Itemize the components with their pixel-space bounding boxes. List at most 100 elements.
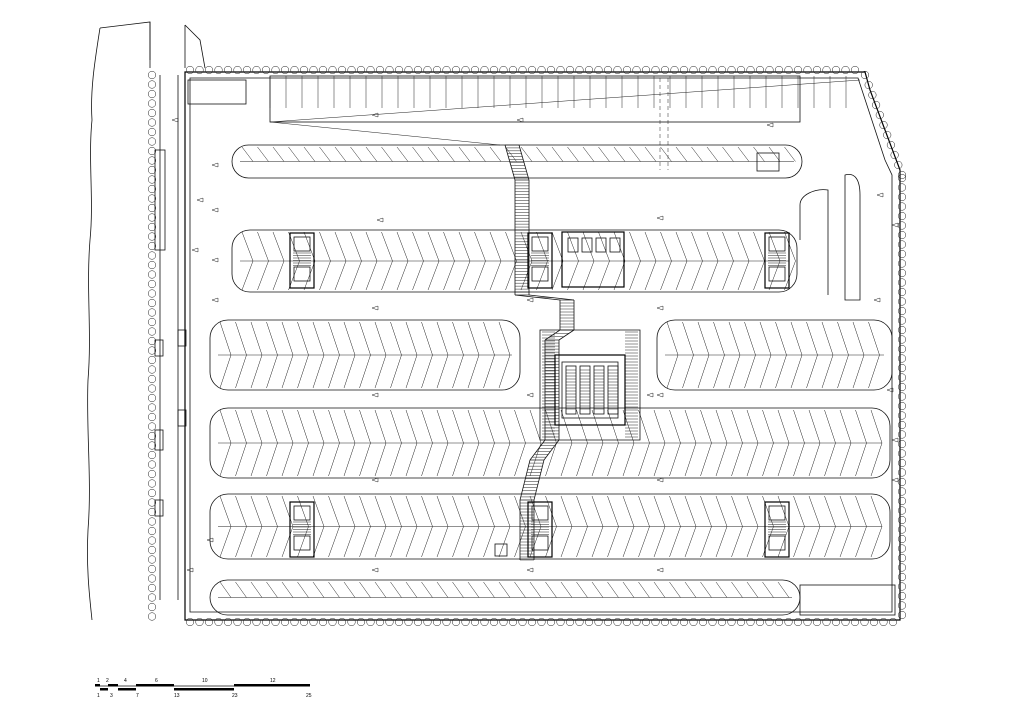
stall-line	[436, 526, 449, 558]
stall-line	[777, 581, 790, 598]
stall-line	[412, 260, 424, 291]
pile	[309, 617, 318, 627]
direction-arrow	[211, 207, 219, 213]
stall-line	[607, 442, 619, 477]
pile	[584, 65, 594, 75]
pile	[147, 127, 157, 137]
stall-line	[266, 409, 278, 444]
pile	[489, 617, 499, 627]
pile	[147, 393, 157, 403]
direction-arrow	[191, 247, 199, 253]
spine-edge	[558, 329, 575, 341]
stall-line	[436, 495, 449, 527]
pile	[556, 617, 565, 627]
stall-line	[777, 442, 790, 477]
stall-line	[753, 231, 765, 262]
pile	[147, 260, 157, 270]
pile	[147, 289, 157, 298]
stall-line	[753, 260, 765, 291]
scale-label-bottom: 3	[110, 693, 113, 699]
stall-line	[638, 495, 650, 527]
stall-line	[821, 321, 834, 356]
pile	[252, 617, 261, 627]
stall-line	[607, 495, 619, 527]
stall-line	[235, 442, 247, 477]
stall-line	[669, 442, 681, 477]
pile	[147, 336, 157, 346]
stall-line	[312, 495, 325, 527]
stall-line	[567, 146, 579, 162]
pile	[897, 525, 907, 534]
pile	[897, 192, 907, 202]
stall-line	[545, 581, 557, 598]
pile	[147, 422, 157, 431]
stall-line	[576, 526, 588, 558]
direction-arrow	[371, 112, 379, 118]
stall-line	[328, 321, 340, 356]
spine-edge	[529, 439, 546, 461]
pile	[897, 344, 907, 354]
stall-line	[638, 526, 650, 558]
pile	[518, 65, 527, 75]
stall-line	[746, 526, 759, 558]
stall-line	[551, 231, 564, 262]
stall-line	[545, 495, 557, 527]
stall-line	[483, 354, 495, 389]
pile	[897, 468, 907, 477]
spine-edge	[519, 459, 531, 501]
pile	[717, 65, 727, 75]
stall-line	[768, 260, 781, 291]
pile	[147, 232, 157, 241]
stall-line	[343, 495, 356, 527]
stall-line	[452, 581, 464, 598]
direction-arrow	[656, 567, 664, 573]
pile	[890, 150, 899, 160]
pile	[147, 175, 157, 184]
stall-line	[458, 260, 471, 291]
stall-line	[359, 495, 371, 527]
stall-line	[762, 581, 774, 598]
direction-arrow	[516, 117, 524, 123]
direction-arrow	[526, 297, 534, 303]
pile	[185, 65, 195, 75]
stall-line	[870, 409, 883, 444]
scale-label-top: 1	[97, 678, 100, 684]
stall-line	[855, 495, 867, 527]
wall-niches	[154, 149, 187, 517]
pile	[508, 65, 518, 75]
pile	[233, 617, 242, 627]
stall-line	[644, 260, 657, 291]
perimeter-wall-inner	[189, 77, 893, 613]
stall-line	[412, 231, 424, 262]
stall-line	[613, 231, 626, 262]
pile	[147, 70, 157, 80]
stall-line	[297, 581, 309, 598]
stall-line	[365, 231, 378, 262]
stall-line	[467, 442, 480, 477]
pile	[375, 65, 385, 75]
pile	[147, 431, 157, 441]
stall-line	[312, 581, 325, 598]
bottom-right-service-room	[799, 584, 896, 616]
pile	[679, 65, 689, 75]
direction-arrow	[371, 567, 379, 573]
pile	[897, 449, 907, 458]
stall-line	[436, 321, 449, 356]
stall-line	[498, 409, 511, 444]
stall-line	[622, 442, 635, 477]
pile	[897, 610, 907, 620]
stall-line	[365, 260, 378, 291]
stall-line	[706, 231, 719, 262]
pile	[897, 544, 907, 553]
pile	[565, 65, 575, 75]
stall-line	[514, 581, 526, 598]
stall-line	[443, 146, 455, 162]
stall-line	[613, 146, 626, 162]
stall-line	[536, 146, 548, 162]
pile	[897, 249, 907, 259]
direction-arrow	[891, 437, 899, 443]
pile	[423, 617, 432, 627]
escalator-hall	[554, 354, 626, 426]
pile	[461, 617, 470, 627]
stall-line	[334, 260, 347, 291]
